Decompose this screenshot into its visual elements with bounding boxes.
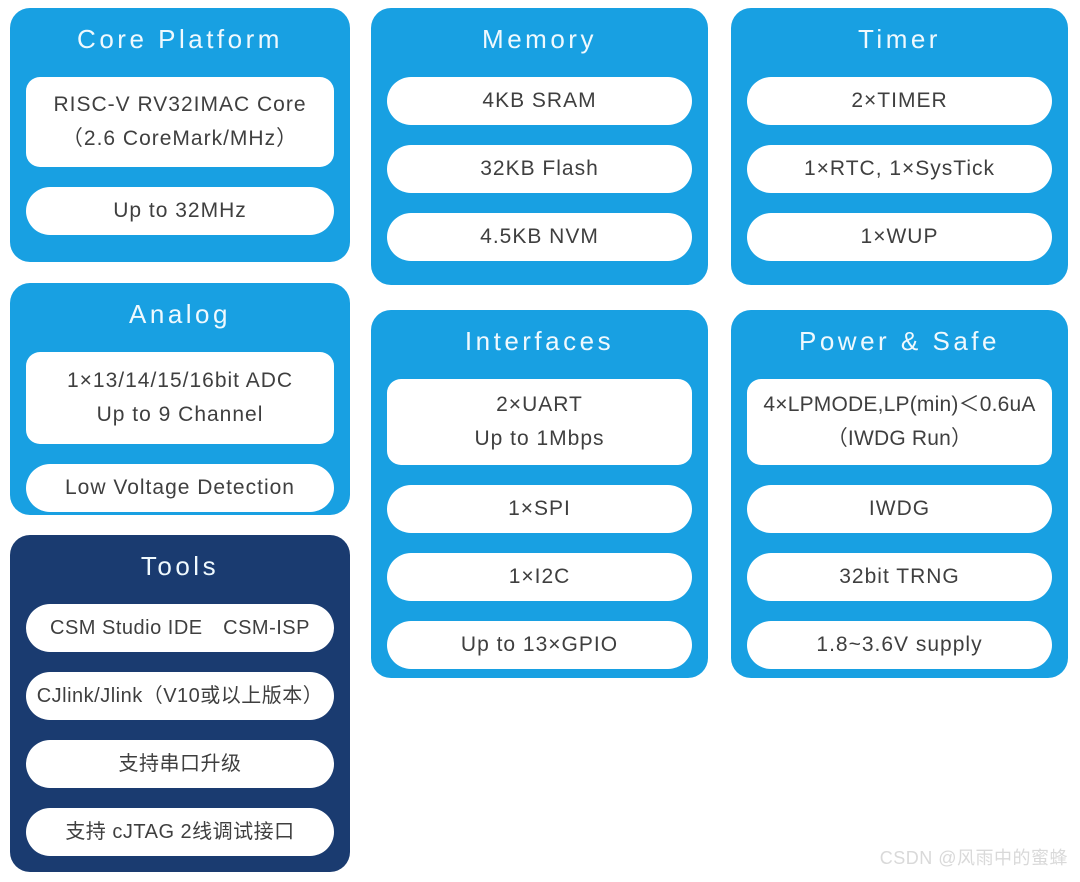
feature-pill: 2×UART Up to 1Mbps bbox=[387, 379, 692, 465]
feature-text: 32bit TRNG bbox=[839, 565, 960, 589]
card-title-timer: Timer bbox=[858, 24, 941, 54]
feature-pill: 支持串口升级 bbox=[26, 740, 334, 788]
feature-text: RISC-V RV32IMAC Core bbox=[53, 93, 307, 117]
feature-pill: CSM Studio IDE CSM-ISP bbox=[26, 604, 334, 652]
feature-text: Up to 9 Channel bbox=[96, 403, 264, 426]
card-timer: Timer 2×TIMER 1×RTC, 1×SysTick 1×WUP bbox=[731, 8, 1068, 285]
feature-pill: IWDG bbox=[747, 485, 1052, 533]
feature-text: 1×RTC, 1×SysTick bbox=[803, 157, 996, 181]
feature-pill: Up to 32MHz bbox=[26, 187, 334, 235]
feature-pill: RISC-V RV32IMAC Core （2.6 CoreMark/MHz） bbox=[26, 77, 334, 167]
card-title-interfaces: Interfaces bbox=[464, 326, 615, 356]
feature-text: Up to 32MHz bbox=[113, 199, 247, 223]
feature-text: Low Voltage Detection bbox=[65, 476, 295, 500]
feature-pill: Low Voltage Detection bbox=[26, 464, 334, 512]
feature-text: 4KB SRAM bbox=[482, 89, 597, 113]
feature-text: 1×I2C bbox=[508, 565, 571, 589]
feature-text: （IWDG Run） bbox=[826, 427, 973, 450]
card-power-safe: Power & Safe 4×LPMODE,LP(min)＜0.6uA （IWDG … bbox=[731, 310, 1068, 678]
feature-pill: 4.5KB NVM bbox=[387, 213, 692, 261]
feature-text: CJlink/Jlink（V10或以上版本） bbox=[36, 685, 324, 707]
feature-pill: 2×TIMER bbox=[747, 77, 1052, 125]
feature-text: 1×SPI bbox=[508, 497, 571, 521]
feature-pill: 1×13/14/15/16bit ADC Up to 9 Channel bbox=[26, 352, 334, 444]
feature-pill: 1×WUP bbox=[747, 213, 1052, 261]
feature-text: 1.8~3.6V supply bbox=[816, 633, 983, 657]
feature-text: CSM Studio IDE CSM-ISP bbox=[50, 617, 310, 639]
feature-pill: 1×SPI bbox=[387, 485, 692, 533]
feature-text: 4.5KB NVM bbox=[480, 225, 599, 249]
feature-pill: 32bit TRNG bbox=[747, 553, 1052, 601]
card-title-tools: Tools bbox=[140, 551, 220, 581]
card-title-memory: Memory bbox=[482, 24, 597, 54]
feature-pill: 4×LPMODE,LP(min)＜0.6uA （IWDG Run） bbox=[747, 379, 1052, 465]
feature-text: 2×UART bbox=[496, 393, 583, 417]
feature-text: 1×13/14/15/16bit ADC bbox=[66, 369, 294, 393]
feature-text: （2.6 CoreMark/MHz） bbox=[61, 127, 299, 150]
feature-text: Up to 13×GPIO bbox=[460, 633, 619, 657]
card-analog: Analog 1×13/14/15/16bit ADC Up to 9 Channe… bbox=[10, 283, 350, 515]
feature-text: 2×TIMER bbox=[851, 89, 948, 113]
card-title-analog: Analog bbox=[129, 299, 231, 329]
feature-pill: 1×I2C bbox=[387, 553, 692, 601]
feature-pill: 支持 cJTAG 2线调试接口 bbox=[26, 808, 334, 856]
feature-pill: 1.8~3.6V supply bbox=[747, 621, 1052, 669]
feature-text: 1×WUP bbox=[860, 225, 939, 249]
feature-pill: CJlink/Jlink（V10或以上版本） bbox=[26, 672, 334, 720]
card-title-core-platform: Core Platform bbox=[77, 24, 283, 54]
feature-text: 32KB Flash bbox=[480, 157, 599, 181]
feature-text: 支持 cJTAG 2线调试接口 bbox=[65, 821, 295, 843]
feature-pill: 1×RTC, 1×SysTick bbox=[747, 145, 1052, 193]
feature-pill: 32KB Flash bbox=[387, 145, 692, 193]
card-memory: Memory 4KB SRAM 32KB Flash 4.5KB NVM bbox=[371, 8, 708, 285]
feature-text: IWDG bbox=[868, 497, 931, 521]
card-title-power-safe: Power & Safe bbox=[799, 326, 1000, 356]
card-interfaces: Interfaces 2×UART Up to 1Mbps 1×SPI 1×I2C Up … bbox=[371, 310, 708, 678]
feature-text: 4×LPMODE,LP(min)＜0.6uA bbox=[763, 393, 1036, 417]
feature-text: Up to 1Mbps bbox=[474, 427, 605, 450]
feature-pill: Up to 13×GPIO bbox=[387, 621, 692, 669]
feature-text: 支持串口升级 bbox=[118, 753, 242, 775]
feature-pill: 4KB SRAM bbox=[387, 77, 692, 125]
csdn-watermark: CSDN @风雨中的蜜蜂 bbox=[879, 848, 1068, 868]
